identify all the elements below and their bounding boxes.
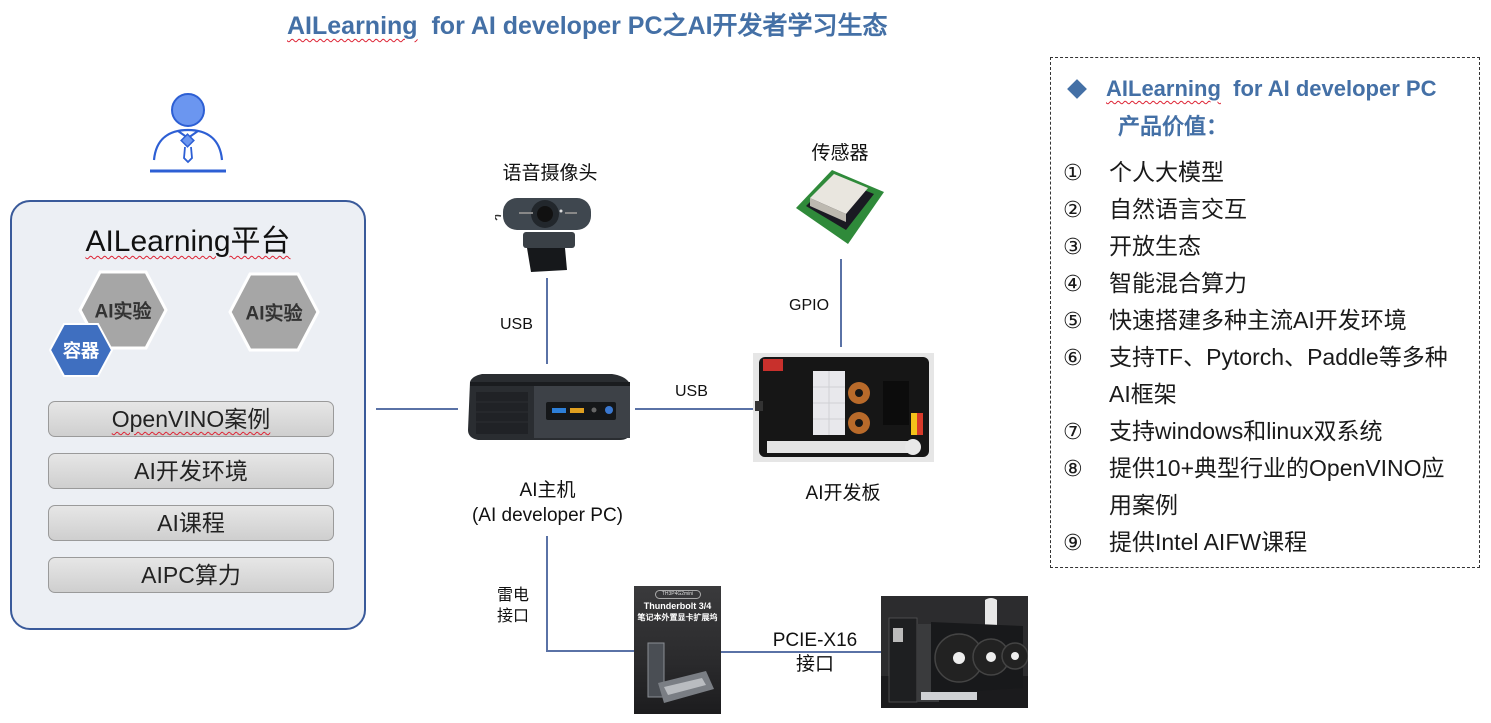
thunderbolt-label: 雷电 接口	[497, 585, 529, 627]
platform-title-text: AILearning平台	[85, 225, 291, 258]
connector-platform-host	[376, 408, 458, 410]
ailearning-platform-panel: AILearning平台 AI实验 AI实验 容器 OpenVINO案例 AI开…	[10, 200, 366, 630]
item-text: 支持windows和linux双系统	[1109, 418, 1383, 444]
hexagon-label: AI实验	[245, 303, 303, 325]
value-item: ⑤ 快速搭建多种主流AI开发环境	[1063, 302, 1465, 339]
item-number: ②	[1063, 197, 1083, 222]
item-label: OpenVINO案例	[111, 406, 271, 432]
product-value-heading: AILearning for AI developer PC 产品价值：	[1067, 70, 1436, 146]
pcie-label: PCIE-X16 接口	[765, 629, 865, 677]
usb-label-board: USB	[675, 383, 708, 400]
connector-dock-gpu	[721, 651, 881, 653]
hexagon-shape	[228, 272, 320, 352]
title-rest: for AI developer PC之AI开发者学习生态	[417, 12, 888, 40]
dock-line1: Thunderbolt 3/4	[643, 601, 712, 611]
item-text: 快速搭建多种主流AI开发环境	[1109, 307, 1407, 333]
item-text: 提供10+典型行业的OpenVINO应用案例	[1109, 455, 1445, 518]
hexagon-label: 容器	[63, 341, 99, 361]
value-item: ⑨ 提供Intel AIFW课程	[1063, 524, 1465, 561]
item-text: 个人大模型	[1109, 159, 1224, 185]
item-number: ③	[1063, 234, 1083, 259]
connector-host-dock-horizontal	[546, 650, 634, 652]
item-number: ⑦	[1063, 419, 1083, 444]
mini-pc-icon	[468, 374, 630, 440]
value-item: ② 自然语言交互	[1063, 191, 1465, 228]
product-value-box: AILearning for AI developer PC 产品价值： ① 个人…	[1050, 57, 1480, 568]
value-item: ④ 智能混合算力	[1063, 265, 1465, 302]
platform-item-ai-dev-env[interactable]: AI开发环境	[48, 453, 334, 489]
item-text: 自然语言交互	[1109, 196, 1247, 222]
hexagon-ai-lab-2[interactable]: AI实验	[228, 272, 320, 352]
pcie-label-line1: PCIE-X16	[772, 630, 858, 651]
value-item: ⑦ 支持windows和linux双系统	[1063, 413, 1465, 450]
hexagon-shape	[48, 323, 114, 377]
heading-line2: 产品价值：	[1118, 114, 1229, 139]
item-text: 支持TF、Pytorch、Paddle等多种AI框架	[1109, 344, 1448, 407]
devboard-label: AI开发板	[805, 483, 881, 504]
diamond-bullet-icon	[1067, 78, 1087, 99]
value-item: ⑧ 提供10+典型行业的OpenVINO应用案例	[1063, 450, 1465, 524]
sensor-label: 传感器	[811, 143, 869, 164]
graphics-card-icon	[881, 596, 1028, 708]
value-item: ③ 开放生态	[1063, 228, 1465, 265]
item-number: ④	[1063, 271, 1083, 296]
product-value-list: ① 个人大模型 ② 自然语言交互 ③ 开放生态 ④ 智能混合算力 ⑤ 快速搭建多种主流AI…	[1063, 154, 1465, 561]
egpu-dock-icon: TH3P4G2mini Thunderbolt 3/4 笔记本外置显卡扩展坞	[634, 586, 721, 714]
pcie-label-line2: 接口	[795, 654, 834, 675]
hexagon-label: AI实验	[94, 301, 152, 323]
platform-title: AILearning平台	[12, 216, 364, 260]
connector-host-dock-vertical	[546, 536, 548, 651]
hexagon-container[interactable]: 容器	[48, 322, 114, 378]
item-number: ⑧	[1063, 456, 1083, 481]
host-label-line2: (AI developer PC)	[471, 505, 623, 526]
item-number: ⑥	[1063, 345, 1083, 370]
item-text: 智能混合算力	[1109, 270, 1247, 296]
dev-board-icon	[753, 353, 934, 462]
thunderbolt-label-line1: 雷电	[497, 587, 530, 604]
item-number: ⑨	[1063, 530, 1083, 555]
item-text: 提供Intel AIFW课程	[1109, 529, 1308, 555]
item-number: ①	[1063, 160, 1083, 185]
platform-item-openvino-cases[interactable]: OpenVINO案例	[48, 401, 334, 437]
host-label: AI主机 (AI developer PC)	[460, 478, 635, 528]
connector-host-board	[635, 408, 753, 410]
dock-badge: TH3P4G2mini	[654, 590, 701, 599]
item-text: 开放生态	[1109, 233, 1201, 259]
heading-brand: AILearning	[1106, 76, 1221, 101]
platform-item-aipc-compute[interactable]: AIPC算力	[48, 557, 334, 593]
title-brand: AILearning	[287, 12, 418, 40]
connector-sensor-board	[840, 259, 842, 347]
value-item: ⑥ 支持TF、Pytorch、Paddle等多种AI框架	[1063, 339, 1465, 413]
user-person-icon	[150, 93, 226, 173]
platform-item-ai-courses[interactable]: AI课程	[48, 505, 334, 541]
host-label-line1: AI主机	[519, 480, 576, 501]
thunderbolt-label-line2: 接口	[497, 608, 530, 625]
item-number: ⑤	[1063, 308, 1083, 333]
dock-line2: 笔记本外置显卡扩展坞	[637, 613, 718, 622]
page-title: AILearning for AI developer PC之AI开发者学习生态	[287, 6, 888, 42]
dock-stand-shape	[647, 642, 714, 703]
webcam-icon	[495, 198, 591, 272]
connector-camera-host	[546, 278, 548, 364]
usb-label-camera: USB	[500, 316, 533, 333]
heading-rest: for AI developer PC	[1220, 76, 1437, 101]
camera-label: 语音摄像头	[502, 163, 598, 184]
sensor-chip-icon	[796, 170, 884, 244]
gpio-label: GPIO	[789, 297, 830, 314]
value-item: ① 个人大模型	[1063, 154, 1465, 191]
